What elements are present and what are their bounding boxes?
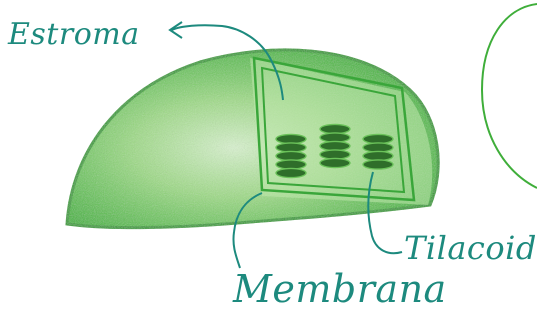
thylakoid-disc [276,168,306,177]
thylakoid-disc [363,160,393,169]
label-tilacoide: Tilacoide [404,232,537,264]
adjacent-cell-outline [482,4,537,188]
granum-stack [320,124,350,167]
granum-stack [276,134,306,177]
estroma-arrowhead [170,22,182,38]
label-estroma: Estroma [8,20,140,50]
label-membrana: Membrana [233,270,447,308]
thylakoid-disc [320,158,350,167]
